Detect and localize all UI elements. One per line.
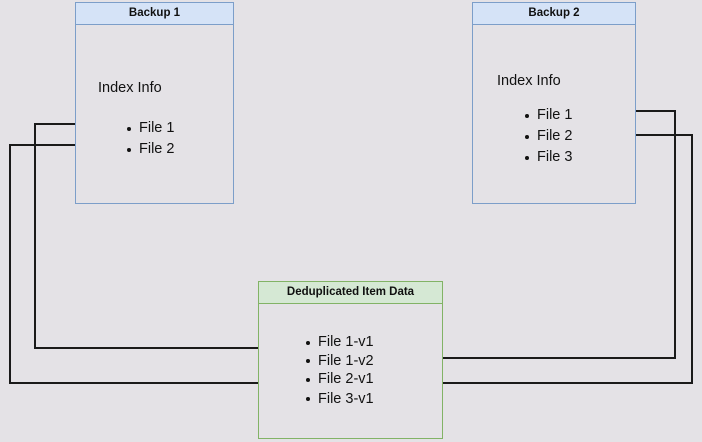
backup-1-index-info-label: Index Info [98, 80, 162, 96]
node-deduplicated-body: File 1-v1 File 1-v2 File 2-v1 File 3-v1 [259, 304, 442, 438]
list-item[interactable]: File 1-v1 [305, 333, 374, 352]
node-backup-1[interactable]: Backup 1 Index Info File 1 File 2 [75, 2, 234, 204]
list-item[interactable]: File 3 [524, 147, 572, 168]
node-deduplicated-title: Deduplicated Item Data [259, 282, 442, 304]
list-item[interactable]: File 1 [524, 105, 572, 126]
deduplicated-file-list: File 1-v1 File 1-v2 File 2-v1 File 3-v1 [305, 333, 374, 409]
node-backup-1-title: Backup 1 [76, 3, 233, 25]
node-backup-2-body: Index Info File 1 File 2 File 3 [473, 25, 635, 203]
node-backup-2[interactable]: Backup 2 Index Info File 1 File 2 File 3 [472, 2, 636, 204]
list-item[interactable]: File 3-v1 [305, 389, 374, 409]
backup-1-file-list: File 1 File 2 [126, 118, 174, 160]
backup-2-index-info-label: Index Info [497, 73, 561, 89]
list-item[interactable]: File 1-v2 [305, 352, 374, 370]
node-backup-1-body: Index Info File 1 File 2 [76, 25, 233, 203]
list-item[interactable]: File 1 [126, 118, 174, 139]
list-item[interactable]: File 2 [126, 139, 174, 160]
list-item[interactable]: File 2 [524, 126, 572, 147]
backup-2-file-list: File 1 File 2 File 3 [524, 105, 572, 168]
list-item[interactable]: File 2-v1 [305, 370, 374, 389]
node-backup-2-title: Backup 2 [473, 3, 635, 25]
node-deduplicated-item-data[interactable]: Deduplicated Item Data File 1-v1 File 1-… [258, 281, 443, 439]
